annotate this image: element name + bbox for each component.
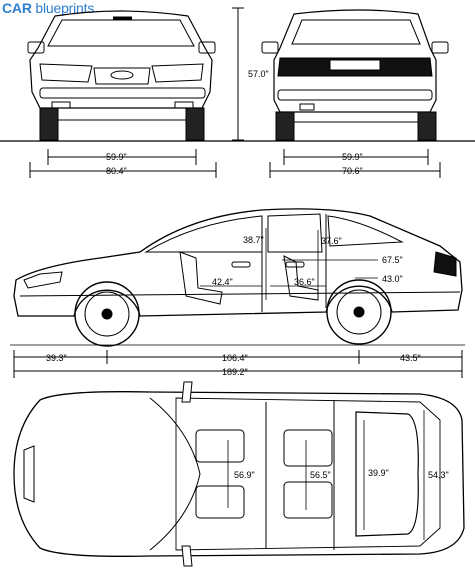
label-trunk-depth: 43.0"	[382, 274, 403, 284]
top-interior-dimensions	[227, 410, 425, 540]
front-view	[27, 10, 216, 141]
label-legroom-front: 42.4"	[212, 277, 233, 287]
label-front-track: 59.9"	[106, 152, 127, 162]
label-legroom-rear: 36.6"	[294, 277, 315, 287]
rear-view	[261, 9, 449, 141]
label-overall-length: 189.2"	[222, 367, 248, 377]
label-wheelbase: 106.4"	[222, 353, 248, 363]
height-dimension	[0, 7, 475, 142]
label-height: 57.0"	[248, 69, 269, 79]
label-rear-track: 59.9"	[342, 152, 363, 162]
length-dimension-lines	[13, 350, 463, 378]
label-front-width: 80.4"	[106, 166, 127, 176]
front-dimension-lines	[29, 149, 217, 178]
side-interior-dimensions	[200, 228, 378, 300]
rear-dimension-lines	[269, 149, 441, 178]
dimension-labels: 57.0" 59.9" 80.4" 59.9" 70.6" 38.7" 37.6…	[46, 69, 449, 480]
label-trunk-opening: 39.9"	[368, 468, 389, 478]
label-shoulder-front: 56.9"	[234, 470, 255, 480]
label-headroom-front: 38.7"	[243, 235, 264, 245]
site-logo: CAR blueprints	[2, 0, 94, 16]
label-front-overhang: 39.3"	[46, 353, 67, 363]
logo-suffix: blueprints	[31, 0, 95, 16]
top-view	[13, 381, 465, 567]
label-rear-overhang: 43.5"	[400, 353, 421, 363]
label-headroom-rear: 37.6"	[321, 236, 342, 246]
label-rear-width: 70.6"	[342, 166, 363, 176]
label-shoulder-rear: 56.5"	[310, 470, 331, 480]
label-interior-width: 54.3"	[428, 470, 449, 480]
side-view	[10, 208, 465, 347]
logo-brand: CAR	[2, 0, 32, 16]
label-trunk-length: 67.5"	[382, 255, 403, 265]
